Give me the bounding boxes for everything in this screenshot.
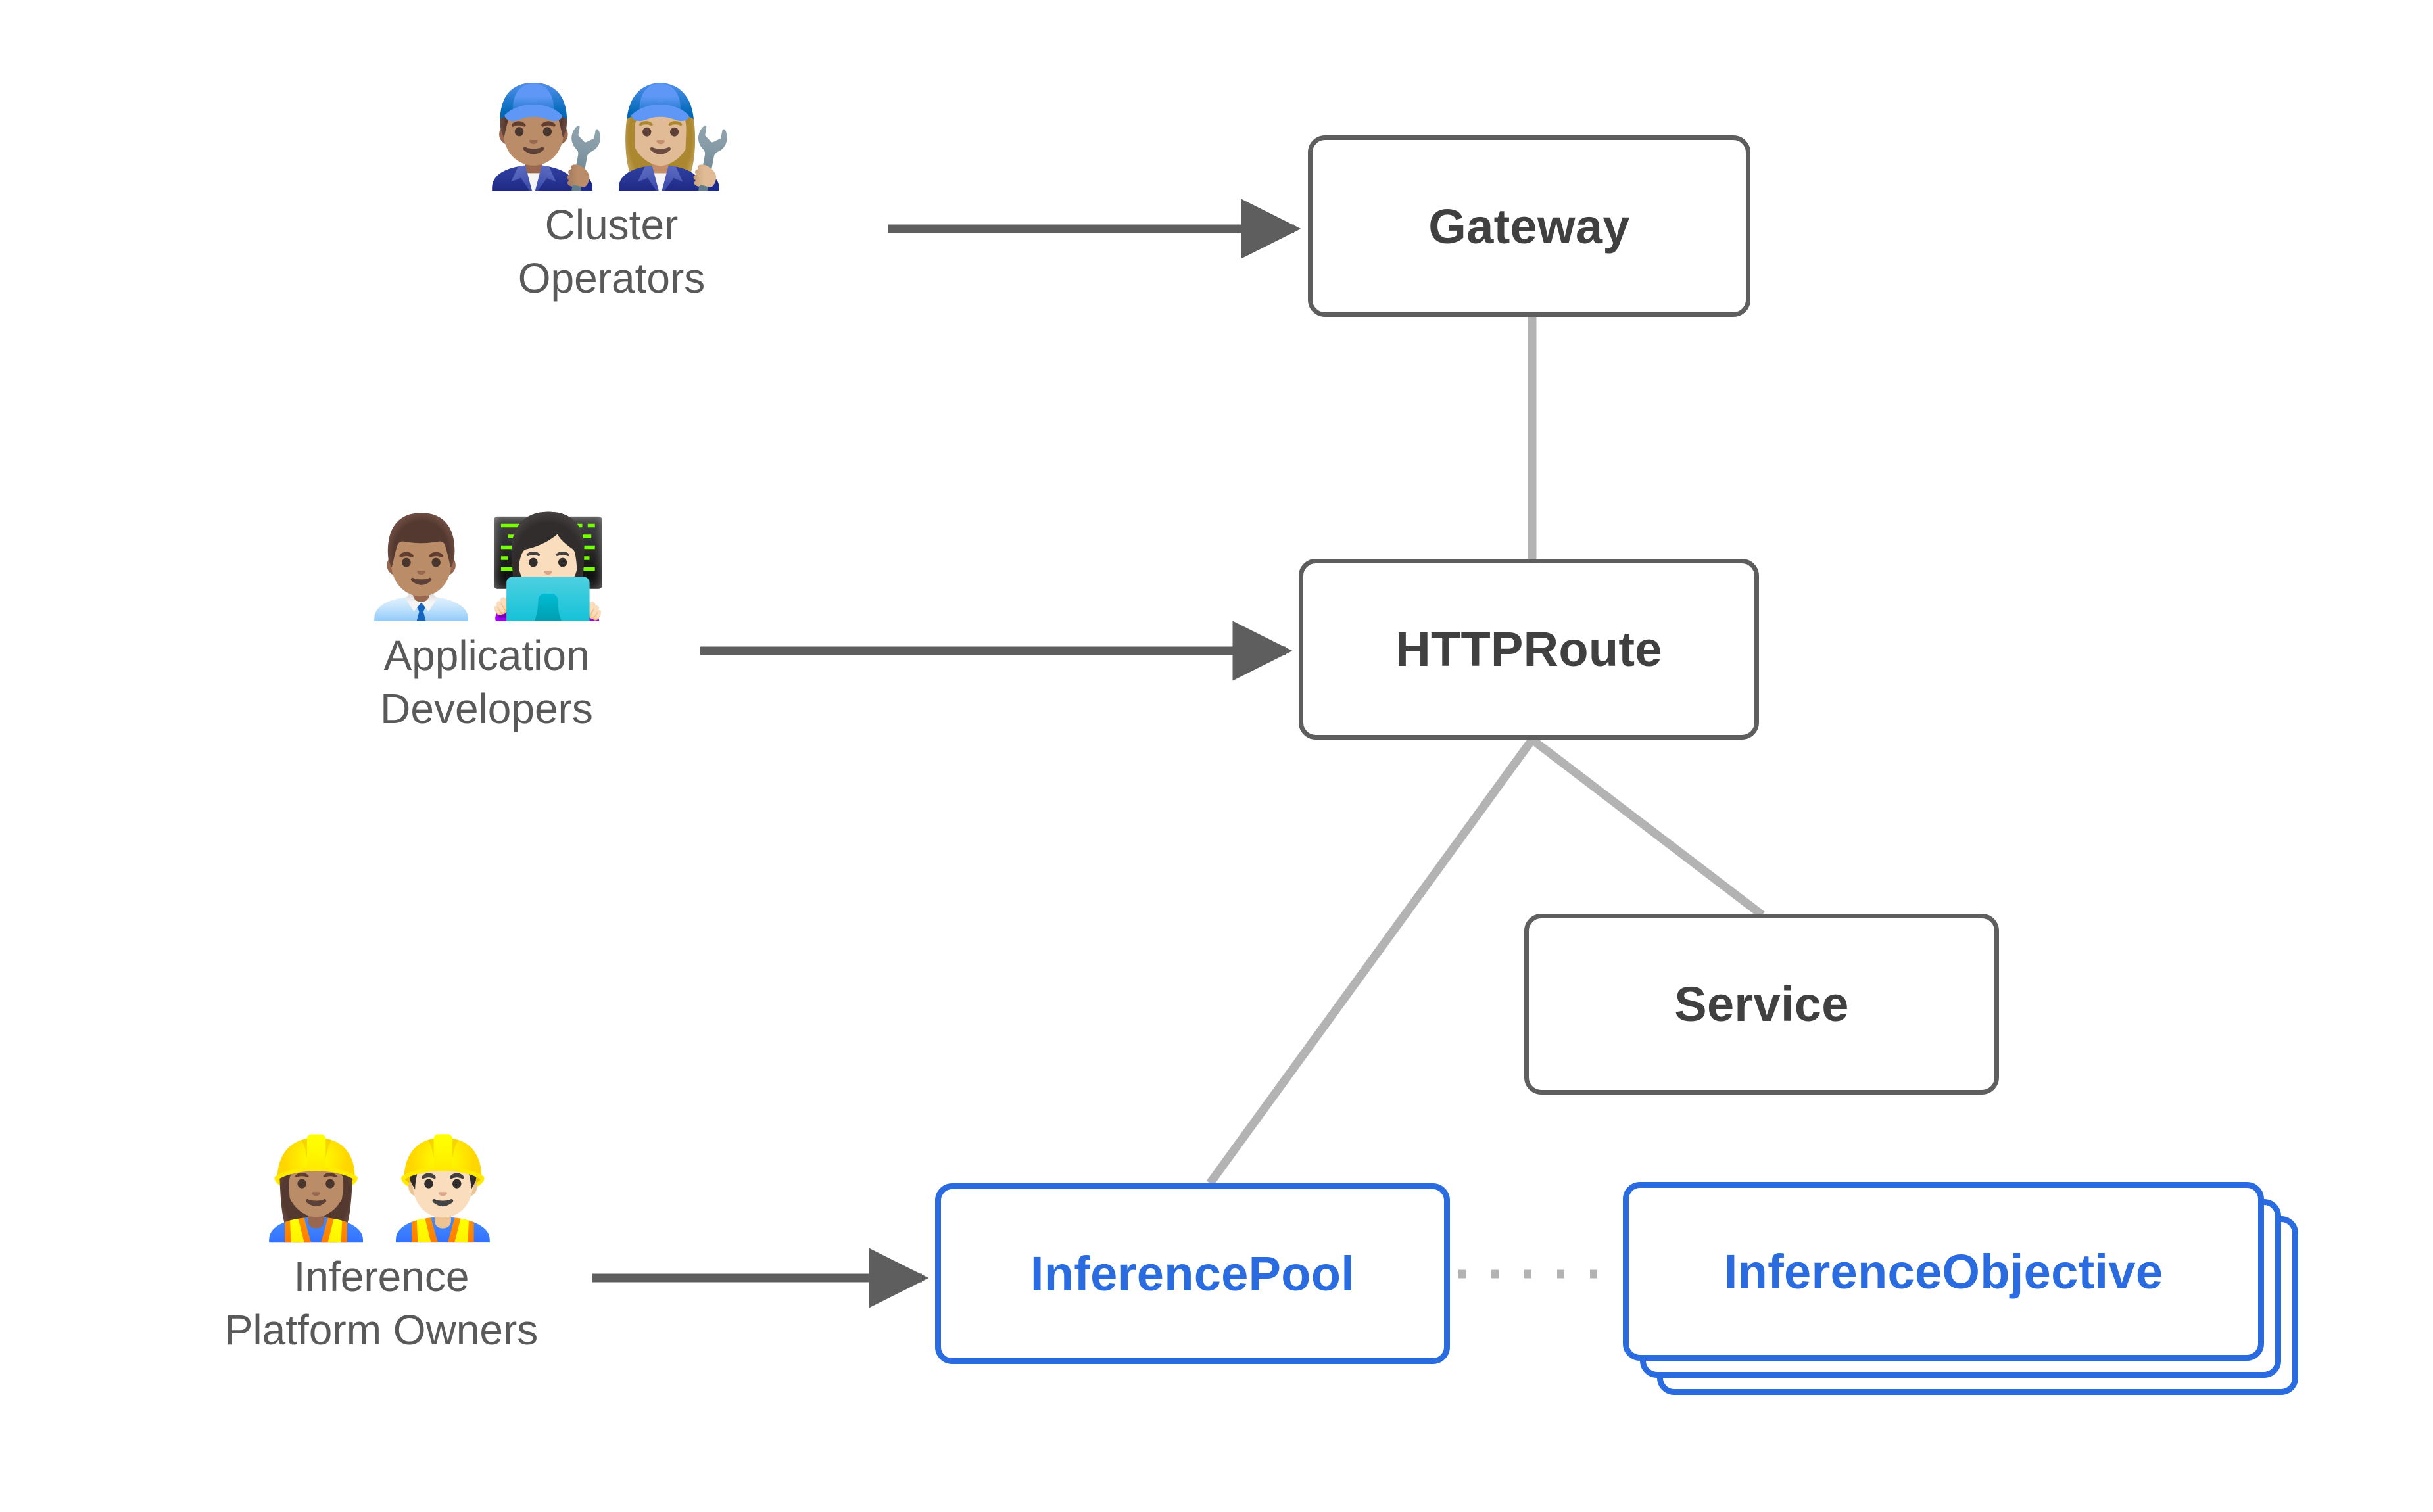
- node-label-inferenceobjective: InferenceObjective: [1723, 1244, 2163, 1299]
- node-label-service: Service: [1674, 977, 1849, 1031]
- construction-worker-pair-icon: 👷🏽‍♀️👷🏻‍♂️: [254, 1131, 508, 1246]
- persona-inference-platform-owners[interactable]: 👷🏽‍♀️👷🏻‍♂️ Inference Platform Owners: [158, 1137, 605, 1358]
- node-inferenceobjective-stack[interactable]: InferenceObjective: [1623, 1182, 2298, 1395]
- node-httproute[interactable]: HTTPRoute: [1299, 559, 1759, 740]
- node-label-gateway: Gateway: [1428, 199, 1630, 254]
- node-label-inferencepool: InferencePool: [1030, 1246, 1355, 1301]
- node-gateway[interactable]: Gateway: [1308, 135, 1750, 317]
- persona-label-inference-platform-owners: Inference Platform Owners: [224, 1252, 539, 1354]
- mechanic-pair-icon: 👨🏽‍🔧👩🏼‍🔧: [485, 80, 738, 194]
- node-label-httproute: HTTPRoute: [1395, 622, 1662, 676]
- persona-label-cluster-operators: Cluster Operators: [518, 201, 706, 302]
- persona-application-developers[interactable]: 👨🏽‍💼👩🏻‍💻 Application Developers: [283, 510, 690, 736]
- office-worker-technologist-pair-icon: 👨🏽‍💼👩🏻‍💻: [360, 510, 614, 625]
- edge-httproute-to-service: [1530, 736, 1765, 919]
- node-inferencepool[interactable]: InferencePool: [935, 1183, 1450, 1364]
- persona-cluster-operators[interactable]: 👨🏽‍🔧👩🏼‍🔧 Cluster Operators: [427, 85, 796, 306]
- node-inferenceobjective-card-front[interactable]: InferenceObjective: [1623, 1182, 2264, 1361]
- edge-httproute-to-inferencepool: [1206, 737, 1536, 1186]
- persona-label-application-developers: Application Developers: [380, 631, 593, 733]
- node-service[interactable]: Service: [1524, 914, 1999, 1095]
